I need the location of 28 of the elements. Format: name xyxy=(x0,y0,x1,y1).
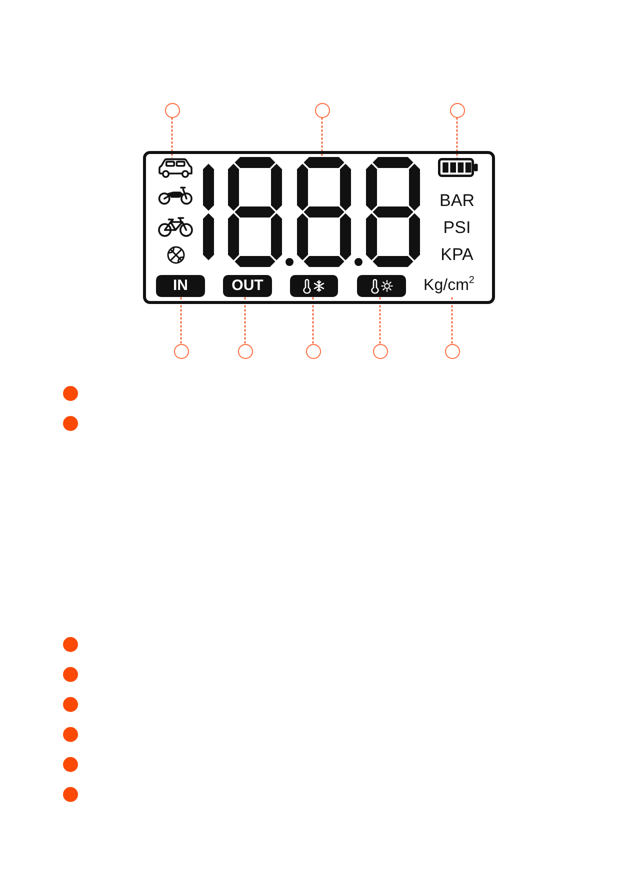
battery-icon xyxy=(438,158,478,177)
leader-line xyxy=(312,297,314,344)
car-icon xyxy=(158,158,193,178)
leader-line xyxy=(321,118,323,157)
indicator-badge xyxy=(290,275,338,297)
unit-label: PSI xyxy=(443,218,471,238)
leader-line xyxy=(451,297,453,344)
callout-circle xyxy=(444,344,460,358)
leader-line xyxy=(379,297,381,344)
callout-circle xyxy=(450,102,464,118)
lcd-screen-frame xyxy=(143,151,495,304)
callout-circle xyxy=(164,102,180,118)
unit-label: KPA xyxy=(440,245,474,265)
indicator-badge: IN xyxy=(156,275,205,297)
indicator-badge: OUT xyxy=(223,275,272,297)
leader-line xyxy=(171,118,173,158)
leader-line xyxy=(180,297,182,344)
leader-line xyxy=(244,297,246,344)
unit-label: Kg/cm$^{2}$ xyxy=(424,275,474,297)
leader-line xyxy=(456,118,458,158)
callout-circle xyxy=(314,102,330,118)
callout-circle xyxy=(306,344,320,358)
callout-circle xyxy=(174,344,188,358)
unit-label: BAR xyxy=(440,191,474,211)
callout-circle xyxy=(372,344,388,358)
indicator-badge xyxy=(357,275,406,297)
seven-segment-display-drawing xyxy=(203,157,420,267)
callout-circle xyxy=(238,344,252,358)
